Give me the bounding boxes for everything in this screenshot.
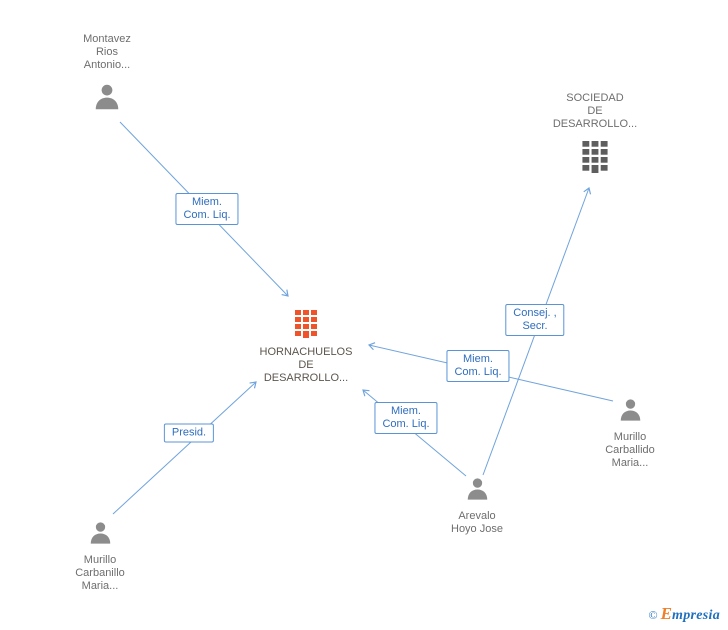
- empresia-watermark[interactable]: ©Empresia: [649, 604, 720, 624]
- node-montavez-label: Montavez Rios Antonio...: [83, 33, 131, 71]
- edge-label-line: Miem.: [463, 353, 493, 365]
- building-icon: [293, 310, 319, 338]
- node-sociedad[interactable]: SOCIEDAD DE DESARROLLO...: [535, 92, 655, 173]
- brand-logo-initial: E: [660, 604, 672, 623]
- edge-label-line: Com. Liq.: [454, 366, 502, 378]
- node-montavez[interactable]: Montavez Rios Antonio...: [47, 33, 167, 112]
- edge-label-line: Miem.: [192, 196, 222, 208]
- edge-label-miem-com-liq-2: Miem. Com. Liq.: [446, 350, 510, 382]
- node-arevalo-label: Arevalo Hoyo Jose: [451, 510, 503, 535]
- node-arevalo[interactable]: Arevalo Hoyo Jose: [417, 476, 537, 536]
- person-icon: [464, 476, 491, 502]
- node-sociedad-label: SOCIEDAD DE DESARROLLO...: [552, 92, 638, 130]
- node-murillo-carbanillo[interactable]: Murillo Carbanillo Maria...: [40, 520, 160, 593]
- person-icon: [91, 82, 123, 112]
- copyright-symbol: ©: [648, 608, 658, 622]
- edge-label-consej-secr: Consej. , Secr.: [505, 304, 565, 336]
- node-hornachuelos[interactable]: HORNACHUELOS DE DESARROLLO...: [246, 310, 366, 385]
- person-icon: [87, 520, 114, 546]
- node-murillo-carbanillo-label: Murillo Carbanillo Maria...: [75, 554, 125, 592]
- edge-label-line: Miem.: [391, 405, 421, 417]
- edge-label-line: Consej. ,: [513, 307, 557, 319]
- node-murillo-carballido-label: Murillo Carballido Maria...: [605, 431, 655, 469]
- edge-label-line: Secr.: [522, 320, 548, 332]
- building-icon: [581, 141, 609, 173]
- edge-label-line: Presid.: [171, 426, 207, 439]
- edge-carbanillo-to-hornachuelos: [112, 381, 257, 515]
- edge-label-miem-com-liq-1: Miem. Com. Liq.: [175, 193, 239, 225]
- node-murillo-carballido[interactable]: Murillo Carballido Maria...: [570, 397, 690, 470]
- edge-label-line: Com. Liq.: [382, 418, 430, 430]
- edge-label-miem-com-liq-3: Miem. Com. Liq.: [374, 402, 438, 434]
- person-icon: [617, 397, 644, 423]
- brand-logo-text: mpresia: [672, 608, 720, 623]
- edge-label-line: Com. Liq.: [183, 209, 231, 221]
- node-hornachuelos-label: HORNACHUELOS DE DESARROLLO...: [259, 346, 353, 384]
- edge-label-presid: Presid.: [163, 423, 215, 443]
